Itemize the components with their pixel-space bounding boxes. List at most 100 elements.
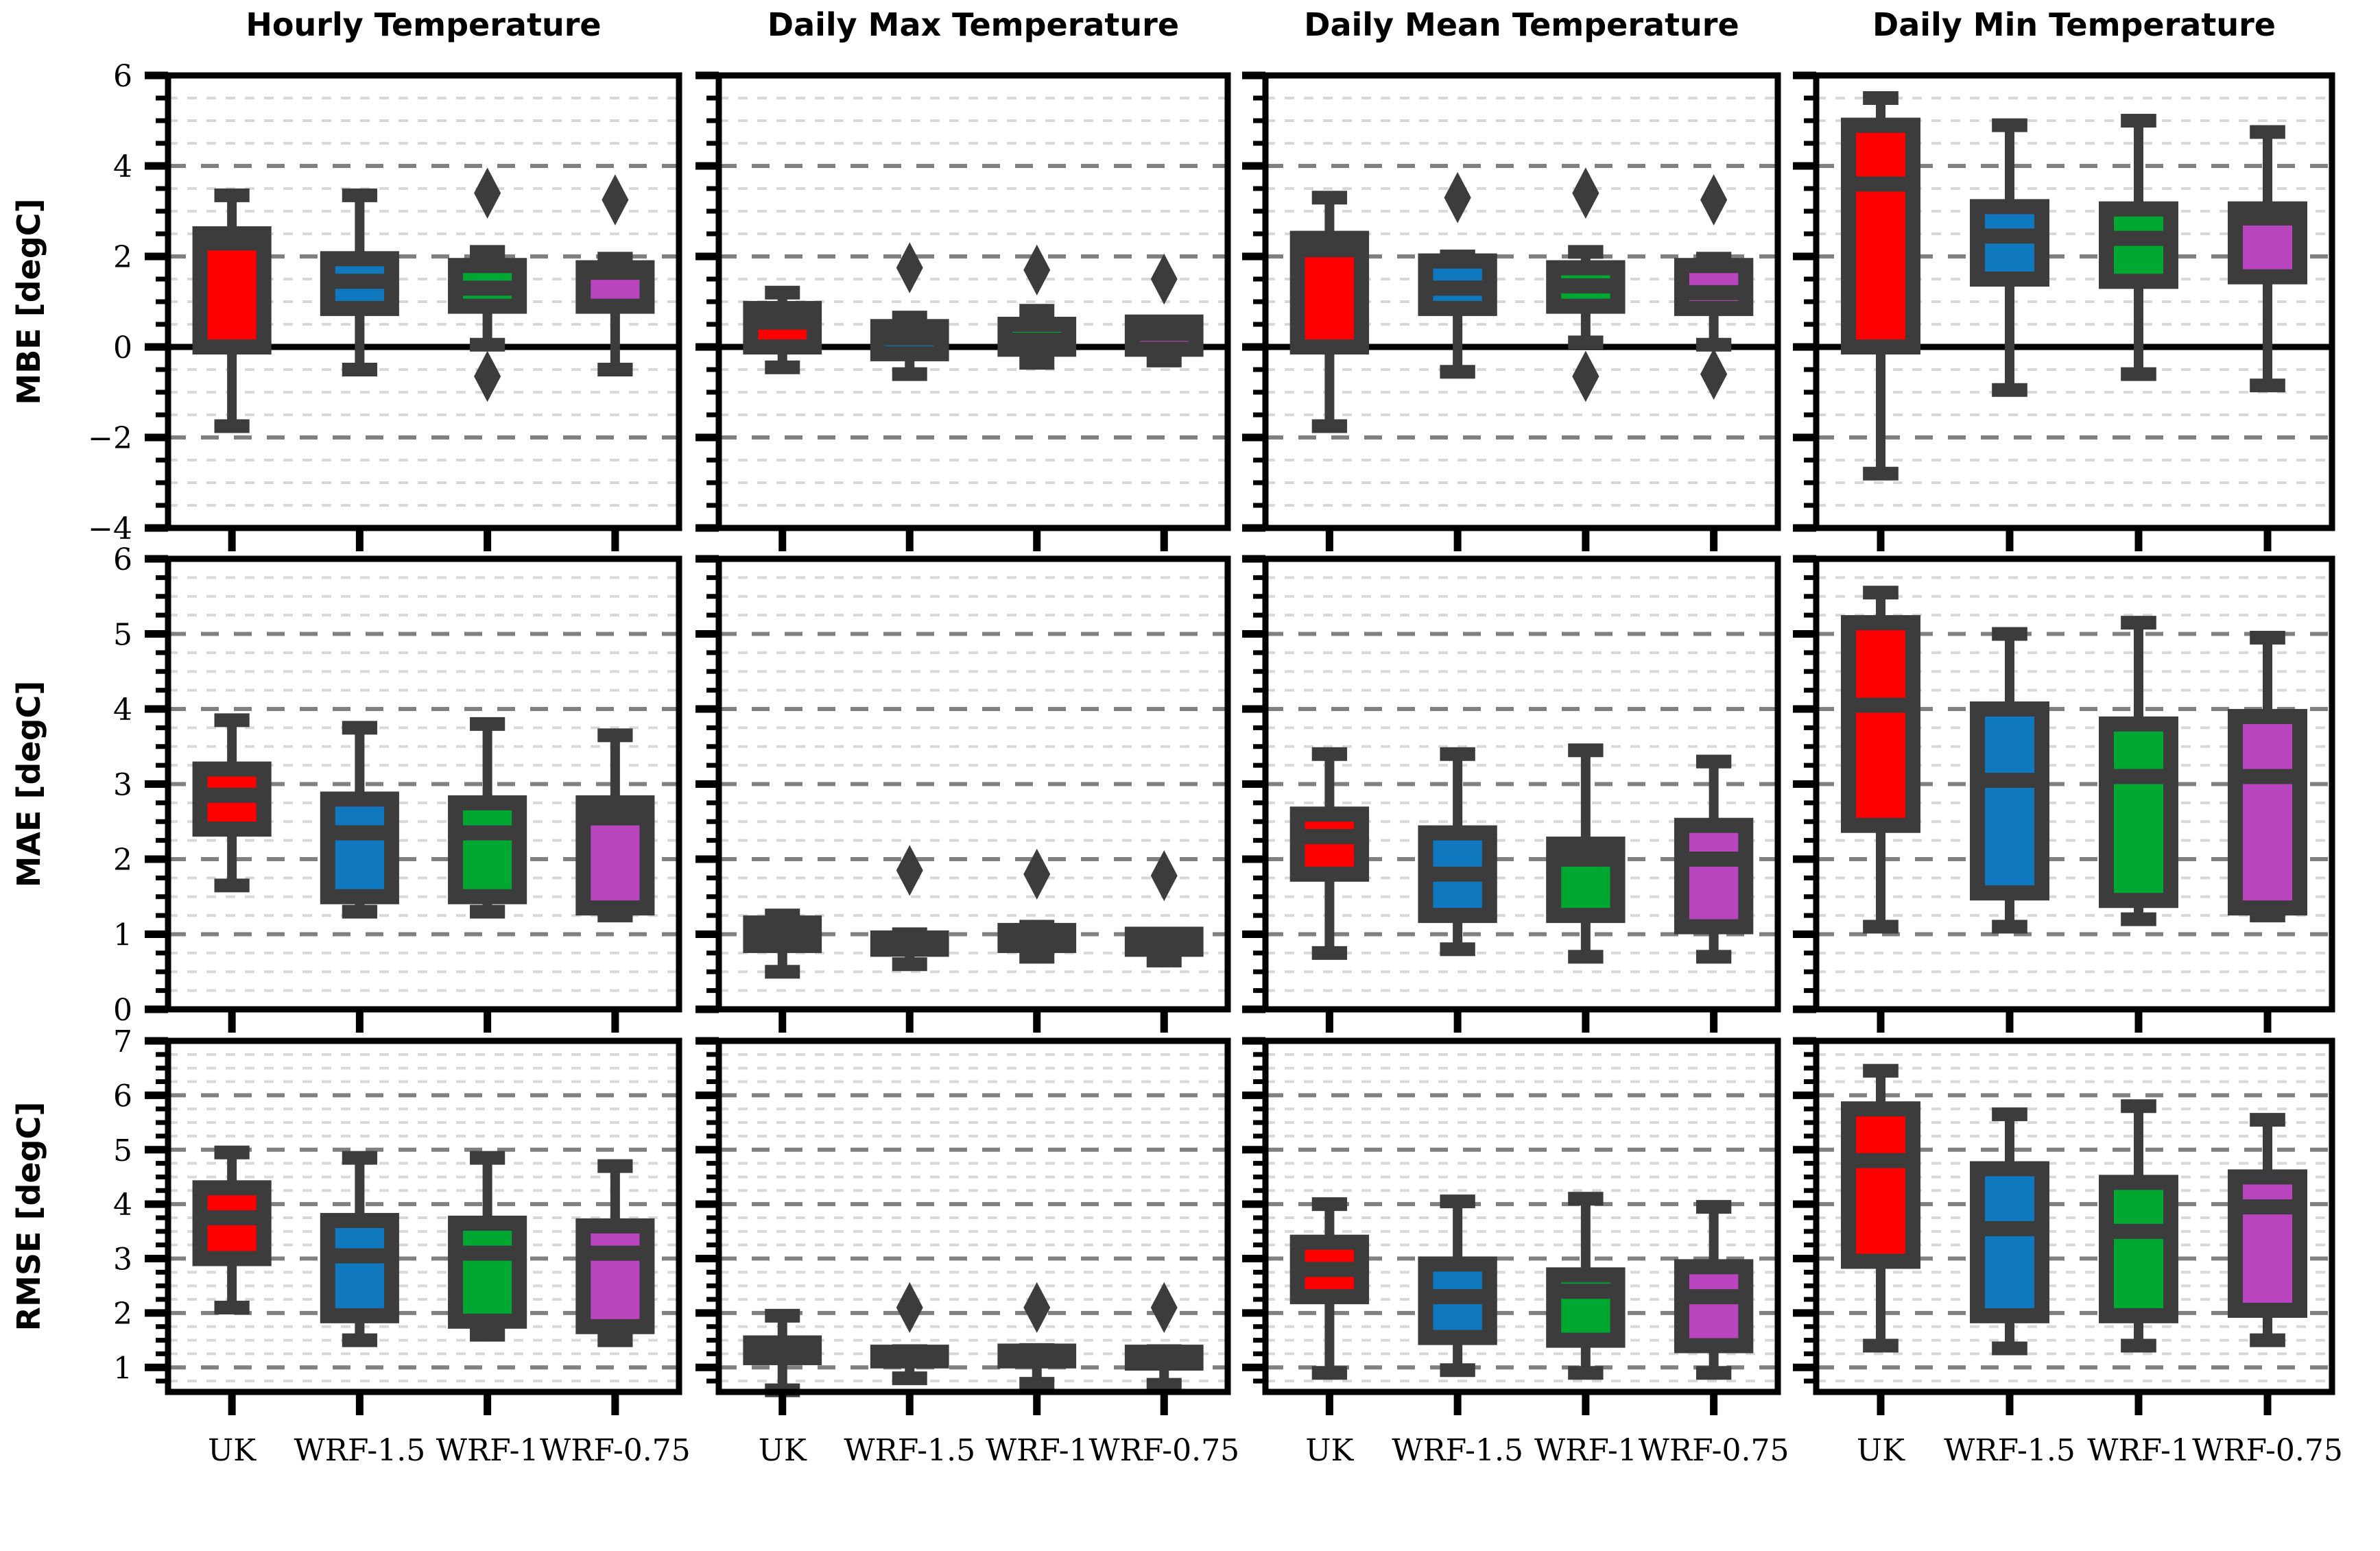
- outlier-marker: [1700, 348, 1728, 400]
- x-tick-label-wrf-1-5: WRF-1.5: [294, 1433, 426, 1468]
- boxplot-wrf-0.75: [1124, 253, 1204, 368]
- boxplot-wrf-0.75: [2228, 1113, 2307, 1347]
- y-tick-label: −4: [88, 512, 132, 546]
- panel: [1793, 71, 2335, 551]
- boxplot-wrf-0.75: [1674, 754, 1754, 964]
- column-title: Daily Mean Temperature: [1304, 6, 1739, 43]
- boxplot-uk: [1841, 91, 1920, 481]
- x-tick-label-wrf-1: WRF-1: [2087, 1433, 2190, 1468]
- boxplot-wrf-0.75: [575, 174, 655, 376]
- y-tick-label: 2: [113, 240, 132, 275]
- boxplot-wrf-1.5: [1970, 118, 2049, 397]
- row-ylabel: RMSE [degC]: [10, 1102, 47, 1332]
- x-tick-label-wrf-1: WRF-1: [436, 1433, 539, 1468]
- boxplot-wrf-1: [448, 717, 527, 919]
- boxplot-wrf-1: [1546, 743, 1626, 964]
- box: [1674, 1259, 1754, 1354]
- boxplot-wrf-1.5: [870, 242, 949, 381]
- y-tick-label: 3: [113, 1242, 132, 1277]
- box: [2228, 1169, 2307, 1318]
- boxplot-uk: [1841, 1063, 1920, 1353]
- box: [1841, 615, 1920, 833]
- y-tick-label: 3: [113, 768, 132, 803]
- boxplot-wrf-1.5: [1418, 1194, 1497, 1378]
- boxplot-wrf-1: [2099, 114, 2178, 381]
- outlier-marker: [474, 167, 501, 219]
- y-tick-label: 7: [113, 1024, 132, 1059]
- box: [320, 791, 399, 904]
- box: [1674, 817, 1754, 935]
- boxplot-uk: [1289, 747, 1370, 960]
- boxplot-wrf-1.5: [1418, 747, 1497, 957]
- box: [2228, 708, 2307, 916]
- box: [2099, 716, 2178, 909]
- row-ylabel: MBE [degC]: [10, 198, 47, 405]
- panel: [1793, 555, 2335, 1033]
- boxplot-wrf-0.75: [1124, 1282, 1204, 1392]
- outlier-marker: [896, 1282, 923, 1334]
- outlier-marker: [896, 242, 923, 293]
- boxplot-wrf-1.5: [1970, 627, 2049, 934]
- y-tick-label: 6: [113, 59, 132, 94]
- boxplot-wrf-1: [997, 1282, 1077, 1391]
- boxplot-wrf-1: [997, 848, 1077, 964]
- boxplot-uk: [1841, 586, 1920, 934]
- boxplot-wrf-0.75: [575, 1159, 655, 1347]
- box: [320, 1212, 399, 1323]
- x-tick-label-wrf-0-75: WRF-0.75: [2192, 1433, 2343, 1468]
- panel: [1242, 1037, 1781, 1415]
- box: [575, 1218, 655, 1334]
- box: [192, 226, 272, 354]
- column-title: Daily Max Temperature: [767, 6, 1179, 43]
- panel: [1242, 71, 1781, 551]
- outlier-marker: [1023, 848, 1051, 900]
- x-tick-label-uk: UK: [208, 1433, 257, 1468]
- boxplot-uk: [743, 285, 822, 374]
- column-title: Daily Min Temperature: [1872, 6, 2276, 43]
- x-tick-label-wrf-1-5: WRF-1.5: [844, 1433, 975, 1468]
- outlier-marker: [1023, 244, 1051, 296]
- boxplot-wrf-1: [1546, 1192, 1626, 1380]
- y-tick-label: −2: [88, 421, 132, 456]
- boxplot-uk: [743, 909, 822, 979]
- outlier-marker: [1023, 1282, 1051, 1334]
- row-ylabel: MAE [degC]: [10, 681, 47, 888]
- y-tick-label: 1: [113, 918, 132, 953]
- panel: [695, 555, 1231, 1033]
- y-tick-label: 6: [113, 542, 132, 577]
- panel: [695, 71, 1231, 551]
- panel: [695, 1037, 1231, 1415]
- boxplot-wrf-1.5: [320, 188, 399, 376]
- boxplot-wrf-1: [1546, 167, 1626, 402]
- outlier-marker: [1150, 1282, 1178, 1334]
- box: [2099, 1175, 2178, 1323]
- outlier-marker: [474, 350, 501, 402]
- outlier-marker: [896, 845, 923, 896]
- outlier-marker: [1572, 167, 1599, 219]
- y-tick-label: 2: [113, 1297, 132, 1332]
- x-tick-label-uk: UK: [1857, 1433, 1905, 1468]
- y-tick-label: 0: [113, 330, 132, 365]
- y-tick-label: 6: [113, 1079, 132, 1114]
- y-tick-label: 4: [113, 693, 132, 728]
- outlier-marker: [1150, 253, 1178, 305]
- outlier-marker: [1150, 850, 1178, 902]
- box: [448, 1215, 527, 1329]
- outlier-marker: [1444, 171, 1471, 224]
- x-tick-label-wrf-1-5: WRF-1.5: [1944, 1433, 2075, 1468]
- outlier-marker: [1572, 350, 1599, 402]
- x-tick-label-uk: UK: [759, 1433, 807, 1468]
- boxplot-wrf-0.75: [2228, 630, 2307, 923]
- x-tick-label-wrf-1: WRF-1: [1534, 1433, 1637, 1468]
- boxplot-wrf-0.75: [1674, 174, 1754, 400]
- box: [1841, 117, 1920, 354]
- boxplot-uk: [192, 713, 272, 893]
- x-tick-label-wrf-0-75: WRF-0.75: [1639, 1433, 1789, 1468]
- panel: [1242, 555, 1781, 1033]
